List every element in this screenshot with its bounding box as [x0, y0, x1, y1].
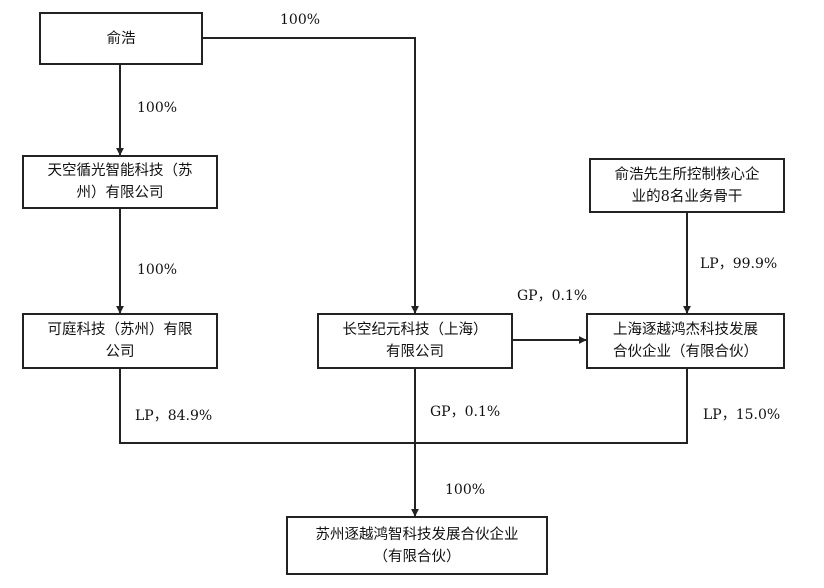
node-tiankong-line2: 州）有限公司 — [76, 185, 164, 201]
node-yu-hao-label: 俞浩 — [106, 30, 136, 47]
node-keting-line1: 可庭科技（苏州）有限 — [47, 322, 193, 338]
edge-label-merge-suzhou: 100% — [445, 482, 486, 498]
node-yu-hao: 俞浩 — [39, 12, 203, 65]
edge-label-keting-suzhou: LP，84.9% — [135, 408, 213, 424]
edge-keting-merge — [119, 369, 688, 444]
node-shanghai-zhuyue: 上海逐越鸿杰科技发展 合伙企业（有限合伙） — [586, 313, 785, 369]
edge-label-yuhao-changkong: 100% — [280, 12, 321, 28]
node-changkong: 长空纪元科技（上海） 有限公司 — [317, 313, 513, 369]
node-shanghai-zhuyue-line1: 上海逐越鸿杰科技发展 — [613, 322, 758, 338]
edge-label-changkong-suzhou: GP，0.1% — [430, 404, 501, 420]
node-tiankong: 天空循光智能科技（苏 州）有限公司 — [22, 155, 218, 209]
node-mr-yu-group-line2: 业的8名业务骨干 — [631, 188, 743, 205]
node-suzhou-zhuyue-line2: （有限合伙） — [373, 548, 461, 565]
edge-label-shanghai-suzhou: LP，15.0% — [703, 407, 781, 423]
edge-label-changkong-shanghai: GP，0.1% — [517, 288, 588, 304]
edge-label-group-shanghai: LP，99.9% — [700, 256, 778, 272]
node-keting-line2: 公司 — [105, 344, 135, 360]
edge-yuhao-changkong — [203, 37, 419, 314]
node-mr-yu-group-line1: 俞浩先生所控制核心企 — [614, 166, 760, 183]
node-keting: 可庭科技（苏州）有限 公司 — [22, 313, 218, 369]
node-shanghai-zhuyue-line2: 合伙企业（有限合伙） — [613, 344, 758, 360]
node-suzhou-zhuyue: 苏州逐越鸿智科技发展合伙企业 （有限合伙） — [286, 516, 548, 575]
node-mr-yu-group: 俞浩先生所控制核心企 业的8名业务骨干 — [589, 158, 785, 213]
node-tiankong-line1: 天空循光智能科技（苏 — [47, 163, 193, 179]
edge-label-tiankong-keting: 100% — [137, 262, 178, 278]
node-changkong-line2: 有限公司 — [386, 344, 444, 360]
node-suzhou-zhuyue-line1: 苏州逐越鸿智科技发展合伙企业 — [315, 526, 519, 543]
node-changkong-line1: 长空纪元科技（上海） — [342, 322, 488, 338]
edge-label-yuhao-tiankong: 100% — [137, 100, 178, 116]
